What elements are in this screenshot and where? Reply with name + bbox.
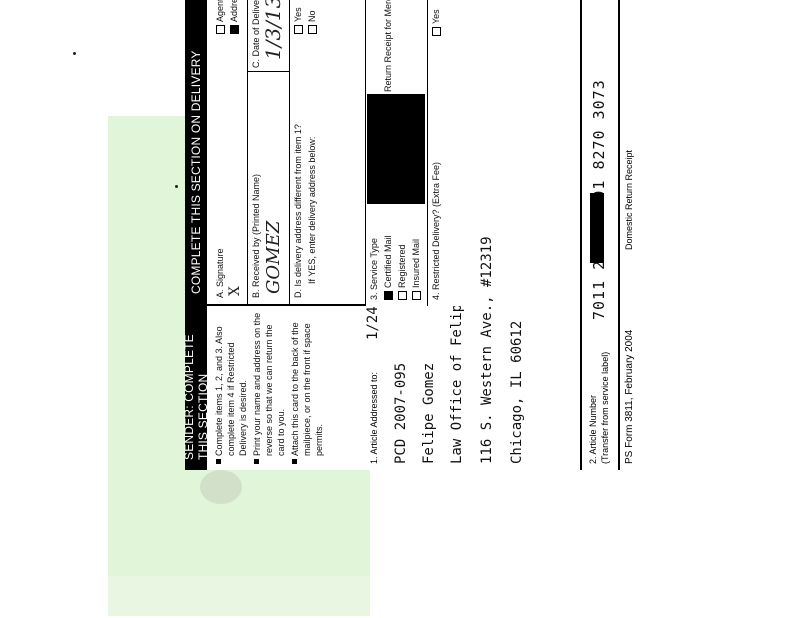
service-option: Registered bbox=[397, 244, 408, 300]
form-number: PS Form 3811, February 2004 bbox=[624, 329, 635, 464]
return-receipt-card: SENDER: COMPLETE THIS SECTION Complete i… bbox=[182, 0, 715, 470]
insured-checkbox[interactable] bbox=[412, 291, 422, 300]
address-line: Felipe Gomez bbox=[421, 362, 437, 464]
card-lower-edge bbox=[108, 576, 370, 616]
address-line: PCD 2007-095 bbox=[393, 362, 409, 464]
registered-checkbox[interactable] bbox=[398, 291, 408, 300]
divider bbox=[365, 0, 366, 306]
scan-speck bbox=[175, 185, 178, 188]
sender-section-header: SENDER: COMPLETE THIS SECTION bbox=[182, 306, 210, 470]
received-by-value: GOMEZ bbox=[263, 220, 284, 294]
return-receipt-merchandise: Return Receipt for Merchandise bbox=[383, 0, 393, 92]
divider bbox=[618, 0, 620, 470]
divider bbox=[247, 71, 289, 72]
agent-option: Agent bbox=[215, 0, 226, 34]
question-d-sub: If YES, enter delivery address below: bbox=[307, 136, 317, 284]
service-option: Certified Mail bbox=[383, 235, 394, 300]
article-addressed-label: 1. Article Addressed to: bbox=[369, 371, 379, 464]
certified-checkbox[interactable] bbox=[384, 291, 394, 300]
addressee-checkbox[interactable] bbox=[230, 25, 240, 34]
divider bbox=[427, 0, 428, 306]
article-number-label: 2. Article Number bbox=[588, 394, 598, 464]
sender-instructions: Complete items 1, 2, and 3. Also complet… bbox=[213, 308, 327, 464]
redaction-block bbox=[367, 94, 425, 204]
question-d-no: No bbox=[307, 10, 318, 34]
delivery-date-value: 1/3/13 bbox=[261, 0, 285, 60]
service-type-section: 3. Service Type Certified Mail Registere… bbox=[365, 0, 475, 306]
form-title: Domestic Return Receipt bbox=[624, 149, 634, 250]
service-option: Insured Mail bbox=[411, 239, 422, 300]
bullet-icon bbox=[292, 459, 297, 464]
scan-speck bbox=[73, 52, 76, 55]
article-number-sublabel: (Transfer from service label) bbox=[600, 351, 610, 464]
signature-mark: X bbox=[227, 286, 243, 296]
no-checkbox[interactable] bbox=[308, 25, 318, 34]
question-d: D. Is delivery address different from it… bbox=[293, 124, 303, 298]
restricted-yes-checkbox[interactable] bbox=[432, 27, 442, 36]
sender-section: SENDER: COMPLETE THIS SECTION Complete i… bbox=[182, 306, 365, 470]
delivery-section: COMPLETE THIS SECTION ON DELIVERY A. Sig… bbox=[185, 0, 365, 306]
restricted-delivery-label: 4. Restricted Delivery? (Extra Fee) bbox=[431, 161, 441, 300]
restricted-yes-option: Yes bbox=[431, 9, 442, 36]
divider bbox=[247, 0, 248, 304]
instruction-item: Print your name and address on the rever… bbox=[251, 308, 287, 464]
bullet-icon bbox=[254, 459, 259, 464]
ink-smudge bbox=[200, 470, 242, 504]
agent-checkbox[interactable] bbox=[216, 25, 226, 34]
service-type-label: 3. Service Type bbox=[369, 238, 379, 300]
bullet-icon bbox=[216, 459, 221, 464]
address-line: 116 S. Western Ave., #12319 bbox=[479, 236, 495, 464]
redaction-tab bbox=[590, 193, 604, 263]
address-line: Chicago, IL 60612 bbox=[509, 320, 525, 464]
instruction-item: Complete items 1, 2, and 3. Also complet… bbox=[213, 308, 249, 464]
addressee-option: Addressee bbox=[229, 0, 240, 34]
signature-label: A. Signature bbox=[215, 248, 225, 298]
divider bbox=[289, 0, 290, 304]
divider bbox=[580, 0, 582, 470]
question-d-yes: Yes bbox=[293, 7, 304, 34]
instruction-item: Attach this card to the back of the mail… bbox=[289, 308, 325, 464]
delivery-date-label: C. Date of Delivery bbox=[251, 0, 261, 68]
delivery-section-header: COMPLETE THIS SECTION ON DELIVERY bbox=[185, 0, 207, 304]
yes-checkbox[interactable] bbox=[294, 25, 304, 34]
received-by-label: B. Received by (Printed Name) bbox=[251, 173, 261, 298]
